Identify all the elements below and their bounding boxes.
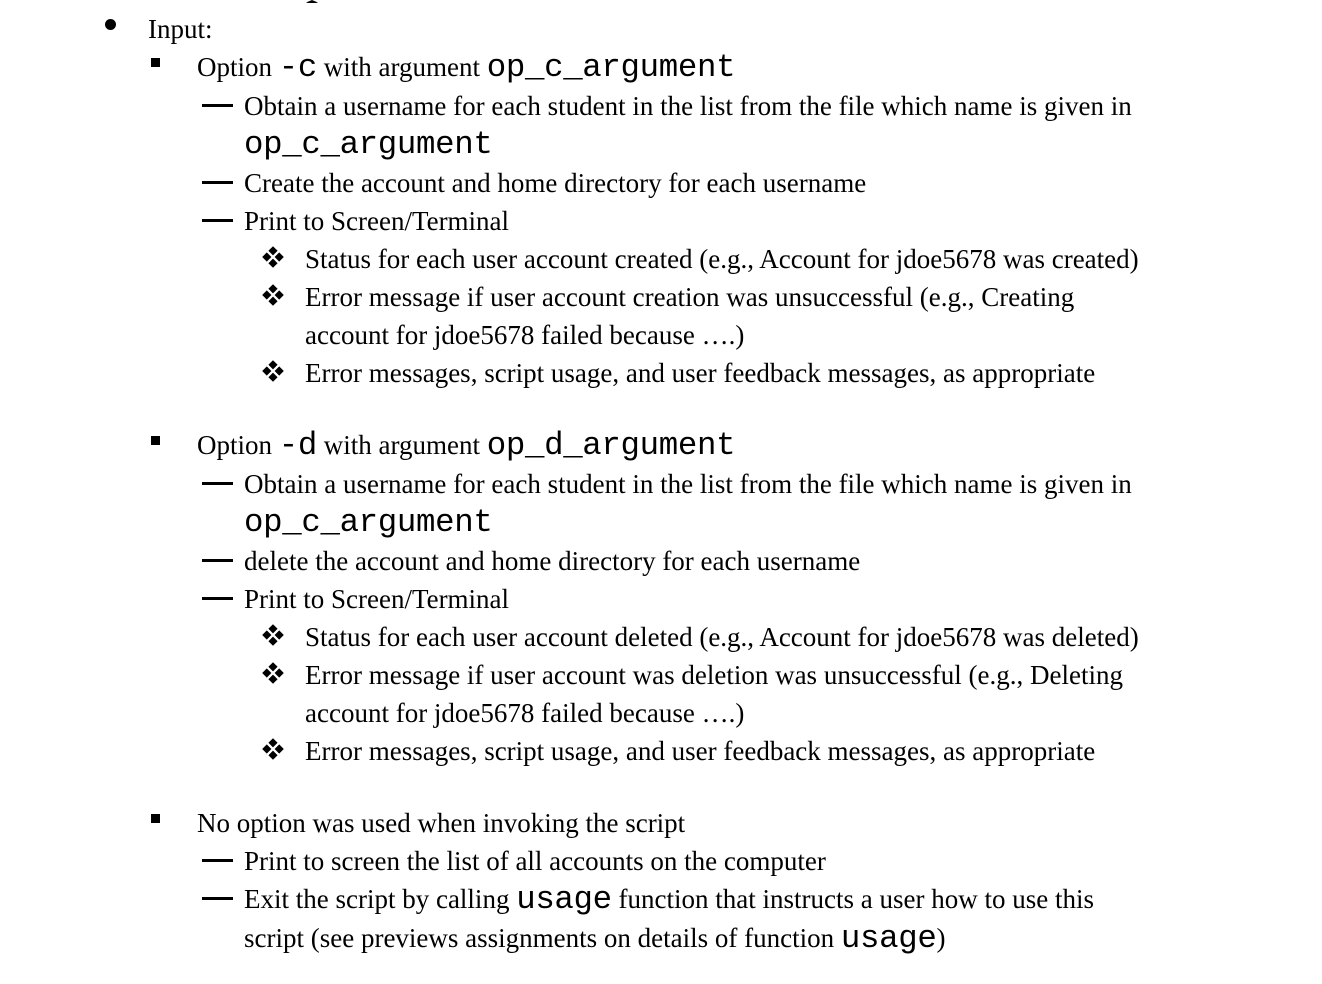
list-item: Create the account and home directory fo… — [202, 164, 1322, 202]
list-item: Error messages, script usage, and user f… — [262, 354, 1322, 392]
code-span: op_c_argument — [244, 126, 493, 163]
list-item-text: Status for each user account created (e.… — [305, 240, 1322, 278]
text-span: Status for each user account deleted (e.… — [305, 622, 1139, 652]
list-item: Print to Screen/Terminal — [202, 202, 1322, 240]
code-span: -c — [278, 49, 318, 86]
list-item: delete the account and home directory fo… — [202, 542, 1322, 580]
list-item: Print to Screen/Terminal — [202, 580, 1322, 618]
text-span: Status for each user account created (e.… — [305, 244, 1139, 274]
code-span: -d — [278, 427, 318, 464]
list-item-text: No option was used when invoking the scr… — [197, 804, 1322, 842]
dash-bullet-icon — [202, 542, 244, 562]
list-item: Error message if user account creation w… — [262, 278, 1322, 354]
diamond-bullet-icon — [262, 656, 305, 684]
text-span: Print to screen the list of all accounts… — [244, 846, 826, 876]
list-item: Input: — [105, 10, 1322, 48]
disc-bullet-icon — [105, 10, 148, 30]
list-item: Print to screen the list of all accounts… — [202, 842, 1322, 880]
code-span: op_c_argument — [486, 49, 736, 86]
list-item: Error messages, script usage, and user f… — [262, 732, 1322, 770]
list-item: No option was used when invoking the scr… — [151, 804, 1322, 842]
text-span: function that instructs a user how to us… — [244, 884, 1094, 953]
dash-bullet-icon — [202, 842, 244, 862]
list-item-text: Option -c with argument op_c_argument — [197, 48, 1322, 87]
list-item-text: Obtain a username for each student in th… — [244, 465, 1322, 542]
diamond-bullet-icon — [262, 618, 305, 646]
list-item: Obtain a username for each student in th… — [202, 87, 1322, 164]
text-span: Option — [197, 52, 279, 82]
list-item-text: delete the account and home directory fo… — [244, 542, 1322, 580]
text-span: Error message if user account creation w… — [305, 282, 1075, 350]
list-item-text: Print to screen the list of all accounts… — [244, 842, 1322, 880]
text-span: No option was used when invoking the scr… — [197, 808, 686, 838]
dash-bullet-icon — [202, 87, 244, 107]
square-bullet-icon — [151, 48, 197, 67]
code-span: op_d_argument — [486, 427, 736, 464]
text-span: Error messages, script usage, and user f… — [305, 736, 1096, 766]
list-item-text: Error message if user account was deleti… — [305, 656, 1322, 732]
diamond-bullet-icon — [262, 732, 305, 760]
text-span: with argument — [317, 52, 487, 82]
list-item: Option -c with argument op_c_argument — [151, 48, 1322, 87]
list-item-text: Obtain a username for each student in th… — [244, 87, 1322, 164]
diamond-bullet-icon — [262, 240, 305, 268]
square-bullet-icon — [151, 426, 197, 445]
list-item-text: Error messages, script usage, and user f… — [305, 354, 1322, 392]
list-item-text: Print to Screen/Terminal — [244, 580, 1322, 618]
list-item-text: Error messages, script usage, and user f… — [305, 732, 1322, 770]
list-item-text: Create the account and home directory fo… — [244, 164, 1322, 202]
list-item: Exit the script by calling usage functio… — [202, 880, 1322, 958]
list-item: Option -d with argument op_d_argument — [151, 426, 1322, 465]
list-item-text: Status for each user account deleted (e.… — [305, 618, 1322, 656]
text-span: with argument — [317, 430, 487, 460]
text-span: Obtain a username for each student in th… — [244, 91, 1132, 121]
list-item: Status for each user account created (e.… — [262, 240, 1322, 278]
text-span: Print to Screen/Terminal — [244, 584, 510, 614]
text-span: Option — [197, 430, 279, 460]
list-item: Status for each user account deleted (e.… — [262, 618, 1322, 656]
text-span: Obtain a username for each student in th… — [244, 469, 1132, 499]
text-span: ) — [936, 923, 946, 953]
text-span: Exit the script by calling — [244, 884, 517, 914]
list-item-text: Option -d with argument op_d_argument — [197, 426, 1322, 465]
square-bullet-icon — [151, 804, 197, 823]
list-item: Obtain a username for each student in th… — [202, 465, 1322, 542]
text-span: Input: — [148, 14, 213, 44]
dash-bullet-icon — [202, 164, 244, 184]
list-item: Error message if user account was deleti… — [262, 656, 1322, 732]
text-span: Create the account and home directory fo… — [244, 168, 867, 198]
text-span: Print to Screen/Terminal — [244, 206, 510, 236]
document-body: Input: Option -c with argument op_c_argum… — [0, 10, 1322, 958]
list-item-text: Exit the script by calling usage functio… — [244, 880, 1322, 958]
text-span: Error messages, script usage, and user f… — [305, 358, 1096, 388]
code-span: usage — [516, 881, 612, 918]
list-item-text: Input: — [148, 10, 1322, 48]
list-item-text: Error message if user account creation w… — [305, 278, 1322, 354]
code-span: usage — [840, 920, 937, 957]
diamond-bullet-icon — [262, 278, 305, 306]
dash-bullet-icon — [202, 202, 244, 222]
list-item-text: Print to Screen/Terminal — [244, 202, 1322, 240]
code-span: op_c_argument — [244, 504, 493, 541]
dash-bullet-icon — [202, 465, 244, 485]
dash-bullet-icon — [202, 580, 244, 600]
text-span: Error message if user account was deleti… — [305, 660, 1123, 728]
cutoff-glyph-fragment — [306, 0, 318, 3]
text-span: delete the account and home directory fo… — [244, 546, 861, 576]
diamond-bullet-icon — [262, 354, 305, 382]
dash-bullet-icon — [202, 880, 244, 900]
